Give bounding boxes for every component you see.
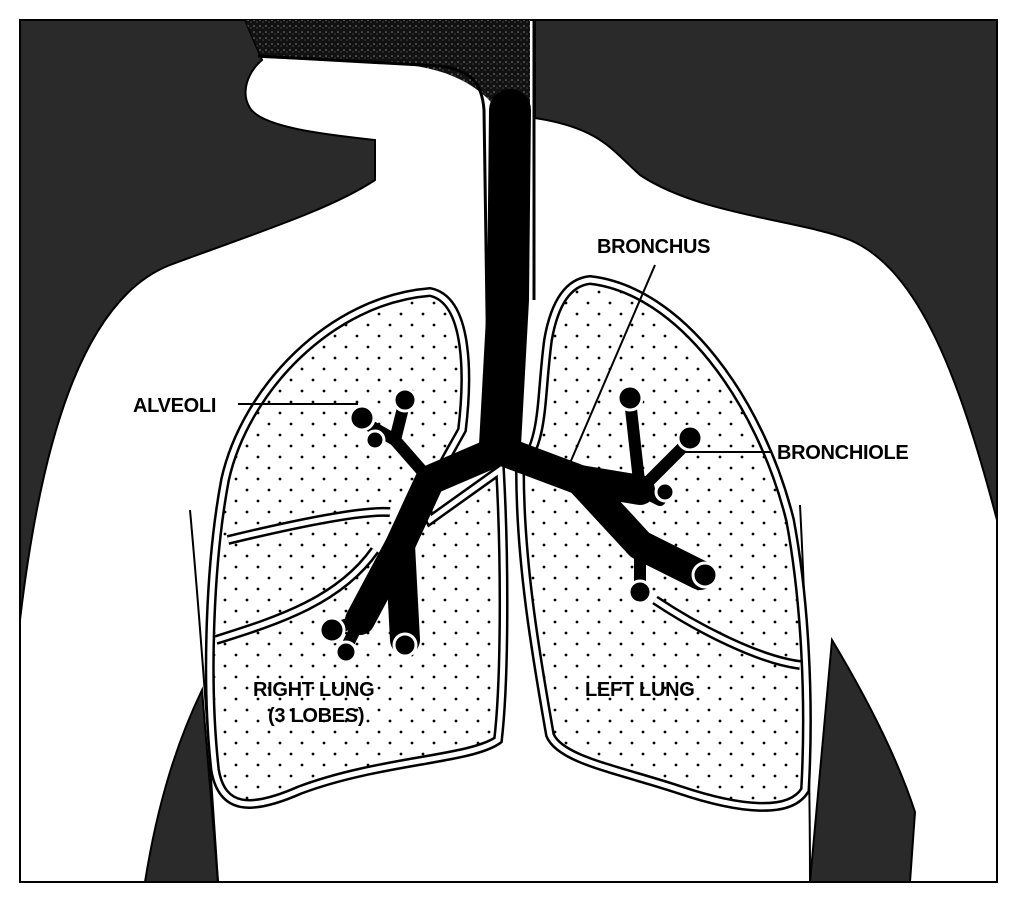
right-lung-label: RIGHT LUNG [253,679,374,701]
right-arm-gap [808,636,917,883]
nasal-cavity [245,20,530,120]
left-lung-label: LEFT LUNG [585,679,695,701]
right-lung-lobes-label: (3 LOBES) [268,705,364,727]
alveoli-label: ALVEOLI [133,395,216,417]
bronchiole-label: BRONCHIOLE [777,442,908,464]
bronchus-label: BRONCHUS [597,236,710,258]
airway-tree [318,89,719,664]
torso-line-left [189,509,219,883]
left-arm-gap [143,686,220,883]
throat-outline [257,54,490,381]
bronchus-leader [566,264,656,471]
